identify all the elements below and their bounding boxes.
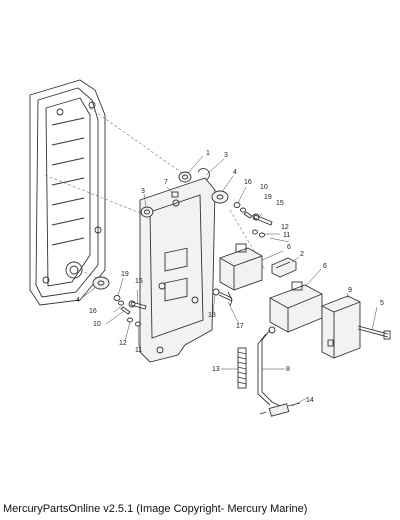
rubber-mounts (92, 190, 229, 290)
callout-2: 2 (300, 251, 304, 258)
exploded-parts-diagram: 1373416101915121162695191541610121118171… (29, 79, 391, 417)
wire-sleeve (237, 347, 247, 389)
mounting-bracket (139, 177, 216, 363)
callout-19: 19 (121, 271, 129, 278)
callout-10: 10 (260, 184, 268, 191)
callout-12: 12 (119, 340, 127, 347)
long-bolt (357, 325, 391, 340)
bracket-bolts (212, 288, 233, 302)
callout-16: 16 (89, 308, 97, 315)
callout-7: 7 (164, 179, 168, 186)
callout-12: 12 (281, 224, 289, 231)
callout-19: 19 (264, 194, 272, 201)
callout-4: 4 (233, 169, 237, 176)
callout-11: 11 (135, 347, 142, 354)
callout-1: 1 (206, 150, 210, 157)
connector-clip (271, 257, 297, 278)
callout-3: 3 (224, 152, 228, 159)
callout-5: 5 (380, 300, 384, 307)
callout-3: 3 (141, 188, 145, 195)
callout-17: 17 (236, 323, 244, 330)
callout-4: 4 (76, 297, 80, 304)
ignition-coil-lower (268, 281, 323, 334)
callout-10: 10 (93, 321, 101, 328)
callout-6: 6 (323, 263, 327, 270)
callout-16: 16 (244, 179, 252, 186)
callout-15: 15 (276, 200, 284, 207)
grommets (140, 168, 210, 218)
copyright-footer: MercuryPartsOnline v2.5.1 (Image Copyrig… (3, 503, 308, 515)
callout-11: 11 (283, 232, 290, 239)
leader-lines (82, 155, 378, 407)
lower-fasteners (113, 295, 147, 327)
callout-15: 15 (135, 278, 143, 285)
callout-14: 14 (306, 397, 314, 404)
upper-fasteners (233, 202, 273, 238)
engine-block (29, 79, 106, 306)
spark-plug (259, 402, 301, 417)
spark-plug-lead (257, 329, 281, 407)
callout-9: 9 (348, 287, 352, 294)
ignition-coil-upper (219, 243, 263, 307)
callout-18: 18 (208, 312, 216, 319)
callout-6: 6 (287, 244, 291, 251)
callout-13: 13 (212, 366, 220, 373)
callout-8: 8 (286, 366, 290, 373)
coil-bracket (321, 295, 361, 359)
